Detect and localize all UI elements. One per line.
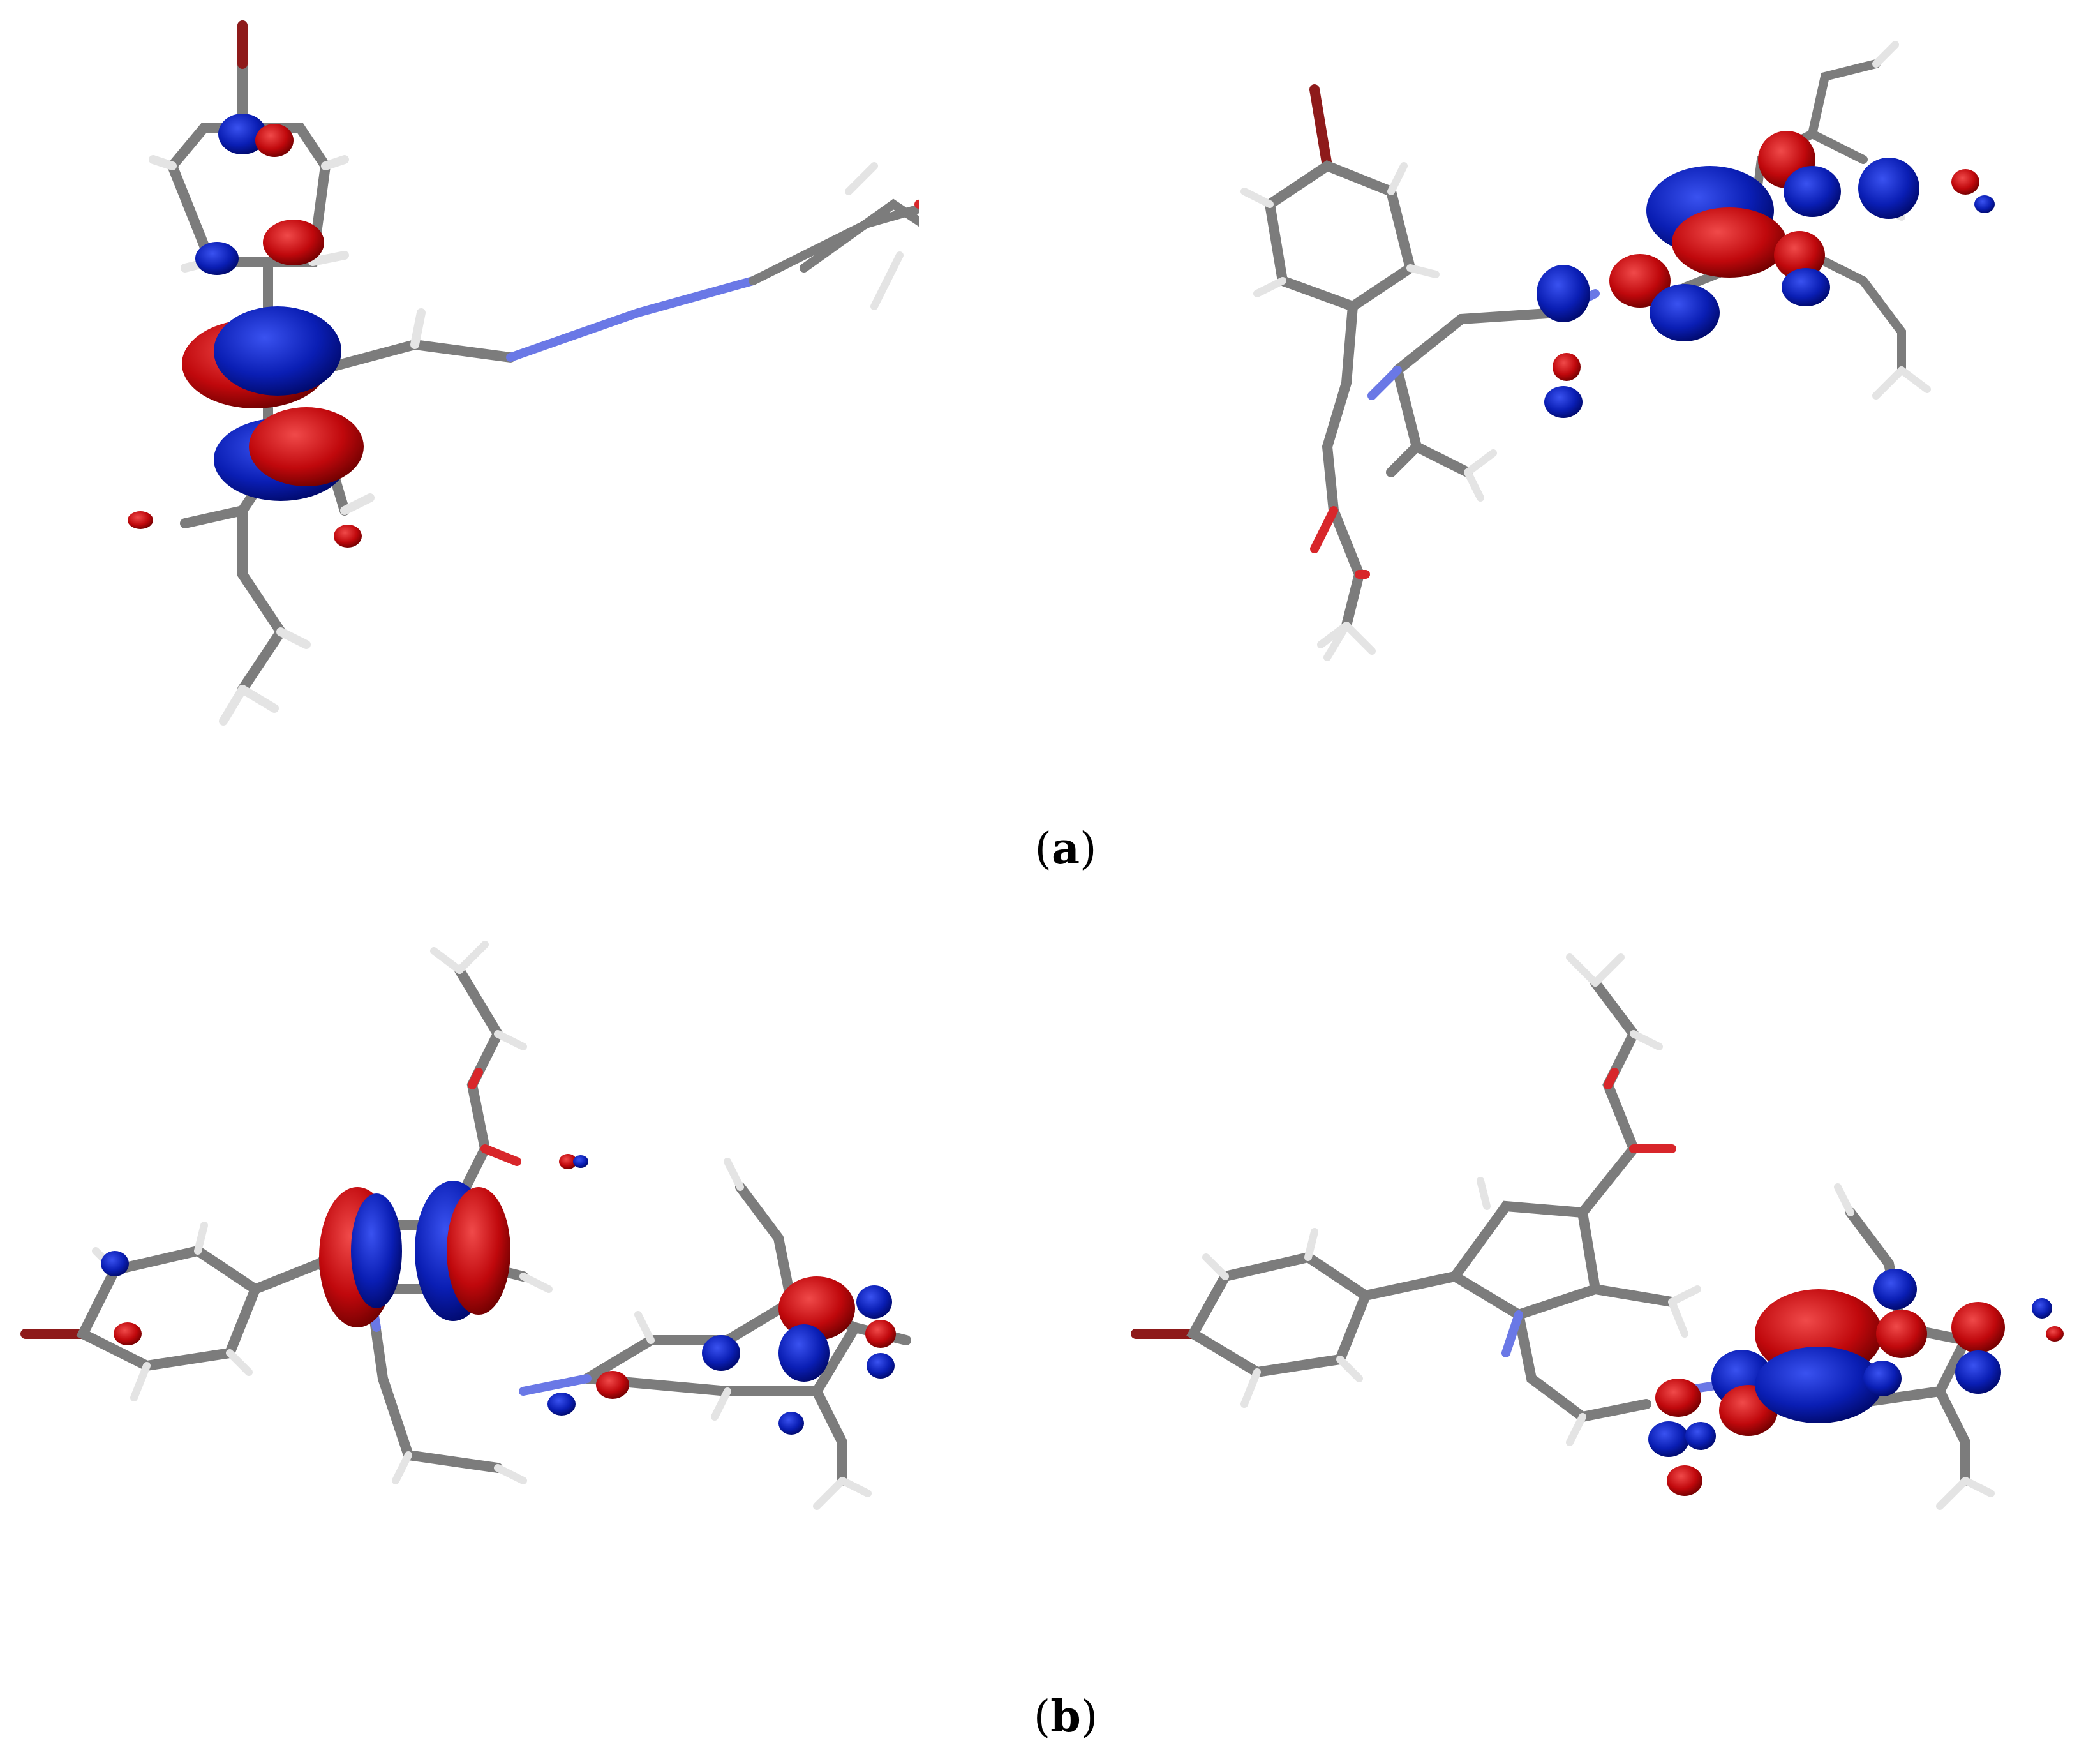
orbital-lobe-positive (559, 1154, 577, 1169)
caption-b-label: b (1050, 1691, 1081, 1742)
orbital-lobe-positive (1876, 1310, 1927, 1358)
orbital-lobe-positive (596, 1371, 629, 1399)
orbital-lobe-positive (114, 1322, 142, 1345)
orbital-lobe-negative (547, 1393, 576, 1416)
orbital-lobe-positive (1951, 1302, 2005, 1353)
orbital-lobe-positive (255, 124, 294, 157)
caption-a-label: a (1051, 823, 1080, 874)
orbital-lobe-positive (1667, 1465, 1702, 1496)
orbital-lobe-positive (778, 1276, 855, 1340)
orbital-lobe-negative (214, 306, 341, 396)
orbital-lobe-positive (865, 1320, 896, 1348)
orbital-lobe-negative (1650, 284, 1720, 341)
molecule-render (128, 20, 919, 726)
orbital-lobe-negative (1782, 268, 1830, 306)
orbital-lobe-positive (263, 220, 324, 265)
caption-b: (b) (1033, 1691, 1098, 1742)
orbital-lobe-negative (702, 1335, 740, 1371)
orbital-lobe-positive (128, 511, 153, 529)
orbital-lobe-negative (856, 1285, 892, 1319)
orbital-lobe-negative (1955, 1350, 2001, 1394)
orbital-lobe-positive (447, 1187, 510, 1315)
orbital-panel-b-left (13, 893, 970, 1596)
orbital-lobe-positive (1655, 1379, 1701, 1417)
orbital-panel-a-right (1200, 13, 2004, 779)
orbital-lobe-positive (2046, 1326, 2064, 1342)
orbital-lobe-positive (1553, 353, 1581, 381)
orbital-lobe-negative (1648, 1421, 1689, 1457)
orbital-lobe-negative (1784, 166, 1841, 217)
orbital-panel-b-right (1123, 893, 2080, 1596)
orbital-lobe-negative (867, 1353, 895, 1379)
orbital-lobe-positive (1951, 169, 1979, 195)
orbital-lobe-positive (249, 407, 364, 486)
orbital-lobe-negative (101, 1251, 129, 1276)
orbital-lobe-negative (573, 1155, 588, 1168)
orbital-lobe-positive (334, 525, 362, 548)
molecule-render (1240, 41, 1995, 661)
orbital-lobe-negative (1685, 1422, 1716, 1450)
orbital-lobe-negative (351, 1193, 402, 1308)
orbital-lobe-negative (2032, 1298, 2052, 1319)
orbital-lobe-negative (195, 242, 239, 275)
orbital-lobe-positive (1672, 207, 1787, 278)
molecule-render (20, 941, 911, 1510)
molecule-render (1131, 953, 2064, 1510)
orbital-lobe-negative (1755, 1347, 1882, 1423)
orbital-lobe-negative (1537, 265, 1590, 322)
orbital-lobe-negative (1974, 195, 1995, 213)
caption-a: (a) (1034, 823, 1097, 874)
orbital-lobe-positive (1774, 231, 1825, 280)
orbital-lobe-negative (1544, 386, 1583, 418)
orbital-lobe-negative (1873, 1269, 1917, 1310)
orbital-lobe-negative (778, 1324, 830, 1382)
orbital-lobe-negative (1863, 1361, 1902, 1396)
orbital-lobe-negative (778, 1412, 804, 1435)
orbital-lobe-negative (1858, 158, 1919, 219)
orbital-lobe-positive (1609, 254, 1671, 308)
orbital-lobe-negative (218, 114, 267, 154)
orbital-panel-a-left (115, 13, 919, 779)
